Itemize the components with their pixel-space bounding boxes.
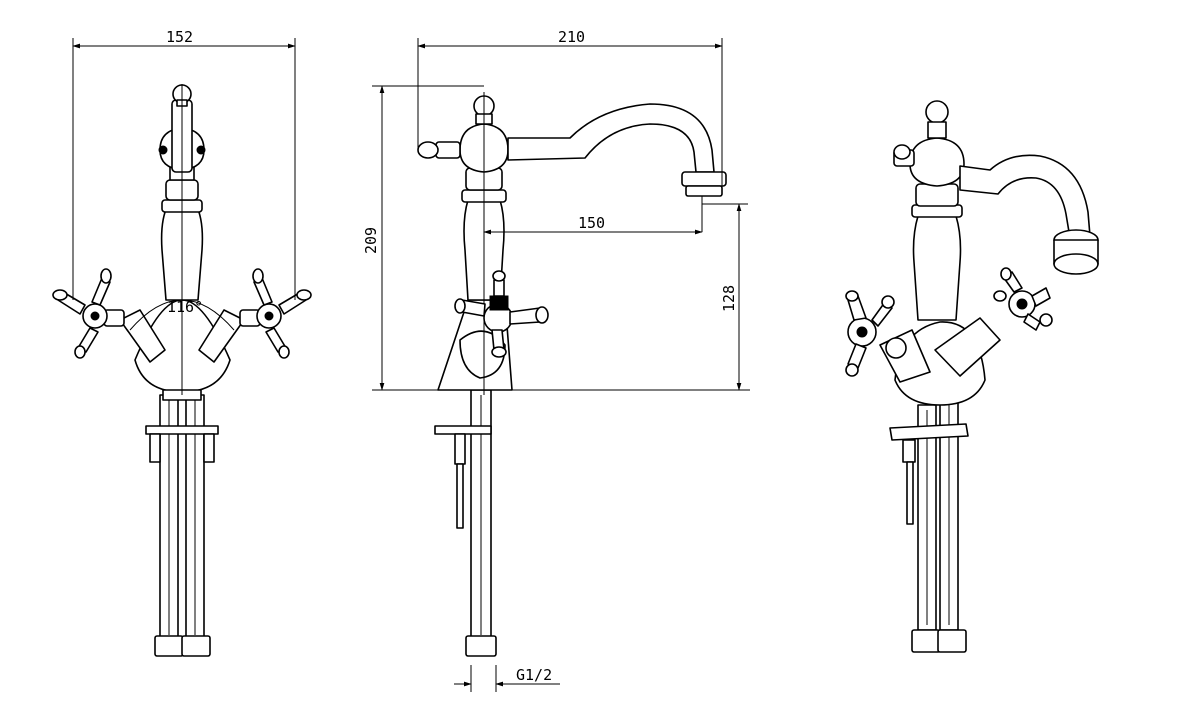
dimension-side-height: 209 <box>362 85 750 391</box>
dimension-spout-reach: 150 <box>483 214 703 235</box>
dimension-front-width: 152 <box>72 28 296 300</box>
front-column <box>158 84 206 395</box>
dimension-spout-reach-label: 150 <box>578 214 605 232</box>
side-spout <box>507 103 727 232</box>
perspective-column <box>893 100 965 321</box>
front-supply-hoses <box>145 394 219 657</box>
side-view: 210 209 150 128 G1/2 <box>362 28 750 692</box>
dimension-thread: G1/2 <box>454 665 560 692</box>
side-front-handle <box>454 270 549 358</box>
front-view: 152 116° <box>52 28 312 657</box>
perspective-view <box>845 100 1099 653</box>
side-rear-knob <box>417 141 461 159</box>
perspective-right-handle <box>993 267 1053 331</box>
dimension-side-reach: 210 <box>417 28 723 190</box>
dimension-angle-label: 116° <box>167 298 203 316</box>
front-right-handle <box>198 268 312 363</box>
perspective-left-handle <box>845 290 907 377</box>
dimension-spout-height-label: 128 <box>720 285 738 312</box>
dimension-spout-height: 128 <box>702 203 748 391</box>
perspective-mixer-body <box>879 317 1001 406</box>
side-supply-hose <box>434 389 497 657</box>
dimension-front-width-label: 152 <box>166 28 193 46</box>
dimension-side-height-label: 209 <box>362 227 380 254</box>
perspective-spout <box>959 154 1099 275</box>
front-left-handle <box>52 268 166 363</box>
side-column <box>459 92 509 395</box>
dimension-thread-label: G1/2 <box>516 666 552 684</box>
dimension-side-reach-label: 210 <box>558 28 585 46</box>
perspective-supply-hoses <box>889 399 969 653</box>
